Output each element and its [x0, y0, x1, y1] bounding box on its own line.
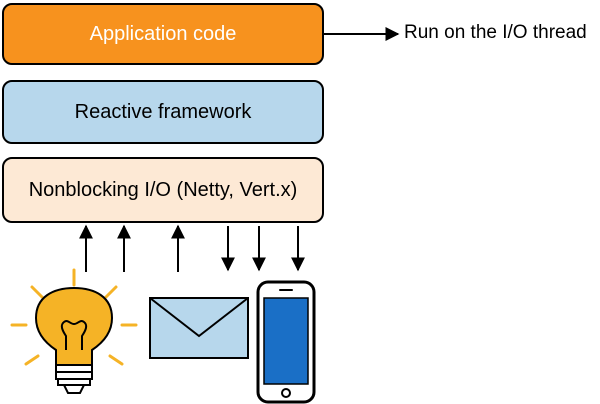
outbound-arrows: [221, 226, 305, 272]
lightbulb-icon: [10, 268, 138, 394]
application-code-layer: Application code: [2, 3, 324, 65]
nonblocking-io-label: Nonblocking I/O (Netty, Vert.x): [28, 178, 298, 201]
run-on-io-thread-label: Run on the I/O thread: [404, 22, 587, 43]
envelope-icon: [149, 297, 249, 359]
reactive-framework-layer: Reactive framework: [2, 80, 324, 144]
inbound-arrows: [79, 224, 185, 272]
smartphone-icon: [256, 280, 316, 404]
application-code-label: Application code: [89, 22, 237, 45]
reactive-framework-label: Reactive framework: [74, 100, 252, 123]
nonblocking-io-layer: Nonblocking I/O (Netty, Vert.x): [2, 157, 324, 223]
